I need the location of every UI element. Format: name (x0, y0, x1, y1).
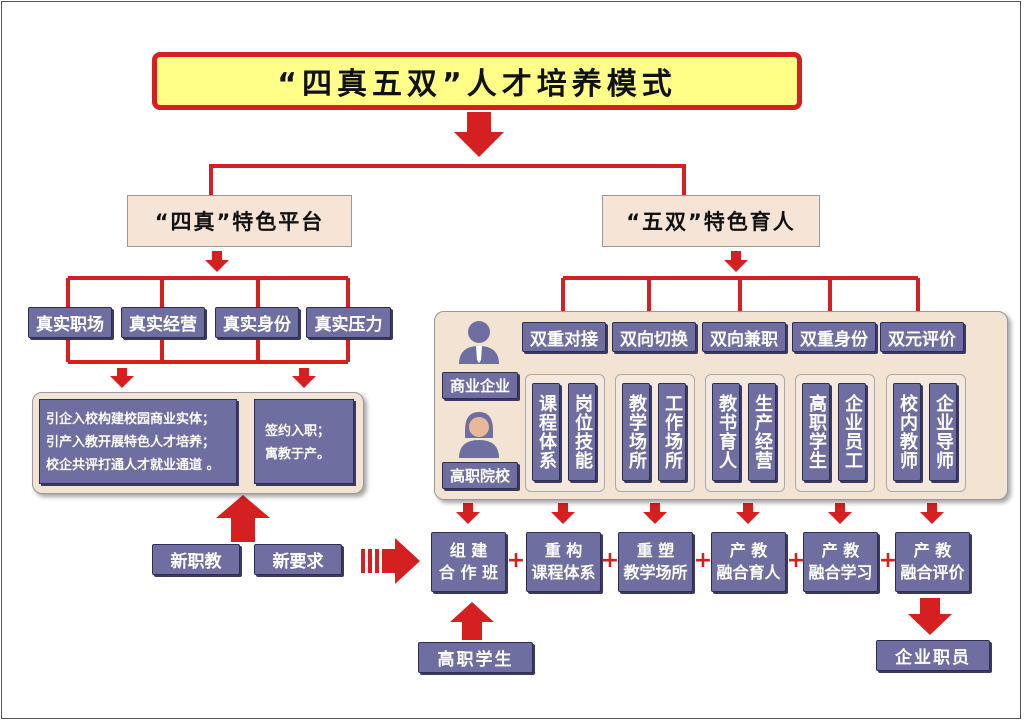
businessman-icon (459, 321, 499, 364)
sizhen-description-right: 签约入职； 寓教于产。 (254, 399, 354, 484)
sizhen-right-line-2: 寓教于产。 (265, 447, 331, 462)
sizhen-item-3: 真实身份 (215, 307, 299, 338)
process-step-6: 产 教 融合评价 (895, 532, 970, 592)
sizhen-description: 引企入校构建校园商业实体； 引产入教开展特色人才培养； 校企共评打通人才就业通道… (39, 399, 237, 484)
process-step-3-line2: 教学场所 (623, 563, 688, 582)
arrow-proc-2 (551, 503, 575, 524)
plus-sign-5: + (878, 548, 898, 573)
arrow-sizhen (205, 251, 229, 272)
page-title: “四真五双”人才培养模式 (152, 52, 802, 110)
process-step-4-line1: 产 教 (729, 541, 768, 560)
arrow-merge-left (110, 368, 134, 388)
line-title-split (209, 164, 686, 195)
arrow-up-from-students (450, 602, 494, 640)
sizhen-item-2: 真实经营 (121, 307, 205, 338)
sub-3a: 教书育人 (712, 383, 740, 481)
sub-4a: 高职学生 (802, 383, 830, 481)
process-step-6-line2: 融合评价 (900, 563, 965, 582)
arrow-merge-right (292, 368, 316, 388)
sizhen-header: “四真”特色平台 (127, 195, 352, 247)
wushuang-item-3: 双向兼职 (702, 322, 786, 352)
sub-3b: 生产经营 (748, 383, 776, 481)
process-step-5-line2: 融合学习 (808, 563, 873, 582)
arrow-right-stripe-2 (368, 549, 372, 573)
sub-1a: 课程体系 (532, 383, 560, 481)
sub-5b: 企业导师 (929, 383, 957, 481)
sizhen-line-1: 引企入校构建校园商业实体； (46, 412, 216, 427)
sub-2b: 工作场所 (658, 383, 686, 481)
wushuang-item-4: 双重身份 (792, 322, 876, 352)
wushuang-item-1: 双重对接 (522, 322, 606, 352)
plus-sign-4: + (786, 548, 806, 573)
arrow-right-stripe-3 (375, 549, 379, 573)
arrow-title-down (454, 112, 504, 157)
arrow-down-to-output (908, 598, 952, 635)
sizhen-item-4: 真实压力 (306, 307, 391, 338)
plus-sign-1: + (506, 548, 526, 573)
sub-4b: 企业员工 (838, 383, 866, 481)
arrow-right-stripe-1 (361, 549, 365, 573)
wushuang-item-5: 双元评价 (880, 322, 964, 352)
wushuang-header: “五双”特色育人 (602, 195, 820, 247)
arrow-up-to-panel (216, 495, 270, 542)
process-step-6-line1: 产 教 (913, 541, 952, 560)
sizhen-right-line-1: 签约入职； (265, 424, 331, 439)
plus-sign-2: + (600, 548, 620, 573)
process-step-1-line2: 合 作 班 (438, 563, 499, 582)
input-new-vocational-education: 新职教 (152, 544, 240, 575)
role-vocational-college: 高职院校 (442, 462, 518, 489)
teacher-icon (459, 412, 499, 458)
arrow-proc-5 (828, 503, 852, 524)
sizhen-item-1: 真实职场 (28, 307, 112, 338)
sub-1b: 岗位技能 (568, 383, 596, 481)
arrow-right-to-process (382, 538, 420, 584)
role-business-enterprise: 商业企业 (442, 372, 518, 399)
process-step-1: 组 建 合 作 班 (431, 532, 506, 592)
process-step-2: 重 构 课程体系 (526, 532, 601, 592)
process-step-4: 产 教 融合育人 (711, 532, 786, 592)
input-new-requirements: 新要求 (254, 544, 342, 575)
sub-2a: 教学场所 (622, 383, 650, 481)
plus-sign-3: + (693, 548, 713, 573)
process-step-3-line1: 重 塑 (636, 541, 675, 560)
sizhen-line-2: 引产入教开展特色人才培养； (46, 435, 216, 450)
arrow-proc-1 (456, 503, 480, 524)
process-step-5: 产 教 融合学习 (803, 532, 878, 592)
arrow-proc-4 (736, 503, 760, 524)
arrow-proc-3 (643, 503, 667, 524)
process-step-3: 重 塑 教学场所 (618, 532, 693, 592)
output-enterprise-employees: 企业职员 (876, 640, 990, 671)
wushuang-item-2: 双向切换 (612, 322, 696, 352)
arrow-proc-6 (920, 503, 944, 524)
process-step-4-line2: 融合育人 (716, 563, 781, 582)
process-step-2-line1: 重 构 (544, 541, 583, 560)
process-step-1-line1: 组 建 (449, 541, 488, 560)
arrow-wushuang (724, 251, 748, 272)
process-step-5-line1: 产 教 (821, 541, 860, 560)
process-step-2-line2: 课程体系 (531, 563, 596, 582)
sub-5a: 校内教师 (893, 383, 921, 481)
input-vocational-students: 高职学生 (418, 642, 533, 673)
sizhen-line-3: 校企共评打通人才就业通道 。 (46, 458, 220, 473)
